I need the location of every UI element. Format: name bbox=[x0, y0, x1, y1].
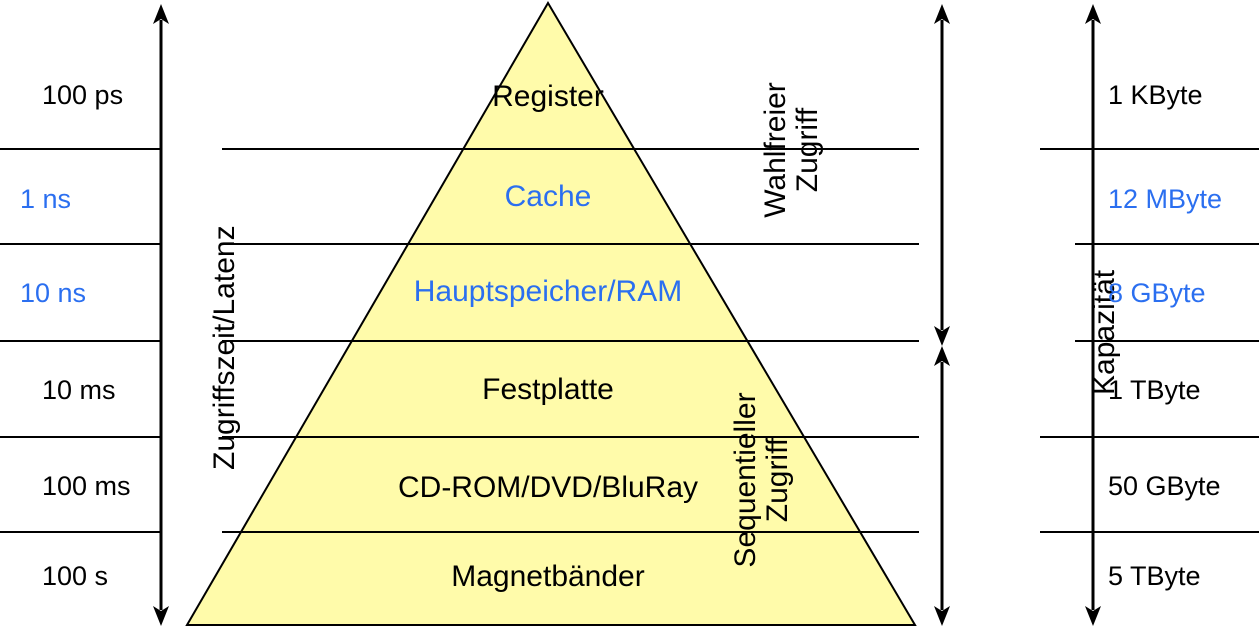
capacity-value-cache: 12 MByte bbox=[1108, 184, 1223, 214]
tier-name-register: Register bbox=[492, 80, 604, 113]
latency-axis-label: Zugriffszeit/Latenz bbox=[208, 225, 241, 470]
tier-name-cache: Cache bbox=[504, 180, 592, 213]
random-access-axis-label: Wahlfreier Zugriff bbox=[759, 30, 824, 270]
tier-divider-3-mid bbox=[222, 340, 919, 342]
tier-divider-4-left bbox=[0, 436, 160, 438]
latency-value-cache: 1 ns bbox=[20, 184, 72, 214]
latency-value-optical: 100 ms bbox=[42, 471, 131, 501]
tier-divider-2-mid bbox=[222, 243, 919, 245]
tier-name-optical: CD-ROM/DVD/BluRay bbox=[397, 471, 699, 504]
capacity-value-festplatte: 1 TByte bbox=[1108, 375, 1201, 405]
tier-name-festplatte: Festplatte bbox=[482, 373, 614, 406]
capacity-value-optical: 50 GByte bbox=[1108, 471, 1221, 501]
capacity-value-hauptspeicher: 8 GByte bbox=[1108, 278, 1206, 308]
tier-divider-5-left bbox=[0, 531, 160, 533]
tier-divider-2-left bbox=[0, 243, 160, 245]
capacity-value-magnetband: 5 TByte bbox=[1108, 561, 1201, 591]
tier-divider-4-mid bbox=[222, 436, 919, 438]
random-access-axis-label-line2: Zugriff bbox=[790, 107, 824, 193]
tier-divider-1-mid bbox=[222, 148, 919, 150]
tier-divider-5-right bbox=[1040, 531, 1259, 533]
tier-name-hauptspeicher: Hauptspeicher/RAM bbox=[413, 275, 683, 308]
tier-divider-2-right bbox=[1075, 243, 1259, 245]
latency-value-festplatte: 10 ms bbox=[42, 375, 116, 405]
latency-value-magnetband: 100 s bbox=[42, 561, 109, 591]
tier-divider-3-left bbox=[0, 340, 160, 342]
random-access-axis-arrow bbox=[934, 4, 950, 346]
tier-divider-3-right bbox=[1075, 340, 1259, 342]
tier-divider-1-right bbox=[1040, 148, 1259, 150]
tier-name-magnetband: Magnetbänder bbox=[451, 560, 645, 593]
capacity-value-register: 1 KByte bbox=[1108, 80, 1203, 110]
tier-divider-4-right bbox=[1040, 436, 1259, 438]
tier-divider-1-left bbox=[0, 148, 160, 150]
random-access-axis-label-line1: Wahlfreier bbox=[759, 82, 792, 218]
latency-value-register: 100 ps bbox=[42, 80, 124, 110]
sequential-access-axis-arrow bbox=[934, 346, 950, 626]
tier-divider-5-mid bbox=[222, 531, 919, 533]
latency-value-hauptspeicher: 10 ns bbox=[20, 278, 87, 308]
